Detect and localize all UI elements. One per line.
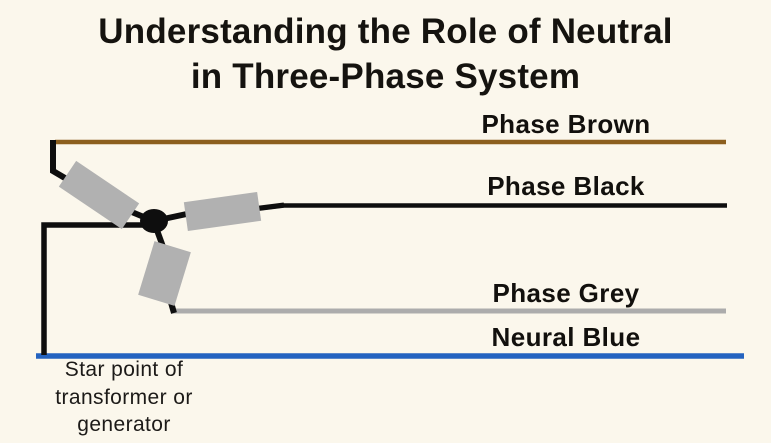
phase-brown-label: Phase Brown	[481, 109, 651, 139]
black-phase-winding	[183, 191, 262, 232]
star-point-caption-line1: Star point of	[64, 358, 184, 381]
brown-phase-winding	[58, 160, 140, 230]
star-point-caption: Star point of transformer or generator	[26, 356, 222, 439]
page-title-line1: Understanding the Role of Neutral	[98, 12, 673, 51]
neutral-star-wire	[41, 222, 154, 355]
phase-grey-label: Phase Grey	[492, 278, 640, 308]
neutral-blue-label: Neural Blue	[491, 322, 641, 352]
page-title-line2: in Three-Phase System	[190, 57, 581, 96]
star-point-caption-line3: generator	[77, 413, 171, 436]
phase-black-label: Phase Black	[487, 171, 645, 201]
page-title: Understanding the Role of Neutral in Thr…	[0, 9, 771, 99]
star-point-caption-line2: transformer or	[55, 385, 193, 409]
star-point-dot	[140, 209, 168, 233]
phase-black-line	[255, 203, 727, 212]
brown-phase-wire	[50, 140, 72, 184]
grey-phase-winding	[138, 241, 191, 306]
